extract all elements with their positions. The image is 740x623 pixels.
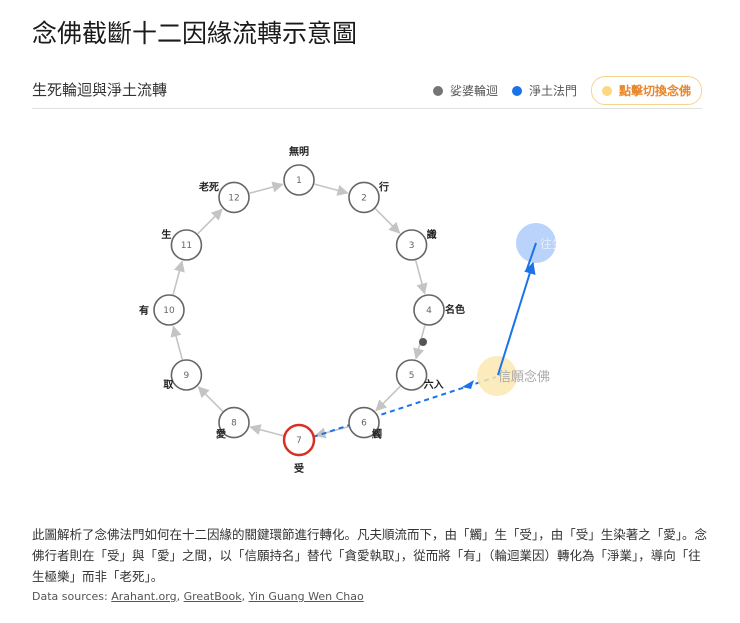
node-label: 行: [378, 180, 389, 193]
node-number: 5: [409, 371, 415, 381]
node-label: 取: [163, 379, 174, 391]
node-number: 1: [296, 176, 302, 186]
nianfo-label: 信願念佛: [498, 369, 550, 385]
divider: [32, 108, 702, 109]
node-label: 無明: [289, 145, 309, 158]
node-label: 受: [294, 462, 304, 475]
node-label: 有: [139, 304, 149, 317]
node-number: 8: [231, 419, 237, 429]
node-number: 6: [361, 419, 367, 429]
source-link-greatbook[interactable]: GreatBook: [183, 590, 242, 603]
legend-item-pureland: 淨土法門: [511, 82, 577, 99]
chart-subtitle: 生死輪迴與淨土流轉: [32, 81, 168, 99]
description: 此圖解析了念佛法門如何在十二因緣的關鍵環節進行轉化。凡夫順流而下，由「觸」生「受…: [32, 527, 708, 584]
flow-particle: [419, 338, 427, 346]
node-number: 4: [426, 306, 432, 316]
rebirth-label: 往生: [540, 236, 564, 251]
node-label: 生: [161, 228, 171, 241]
node-label: 觸: [372, 428, 382, 441]
rebirth-arrow: [497, 261, 536, 376]
cycle-arrow: [170, 325, 184, 360]
data-sources: Data sources: Arahant.org, GreatBook, Yi…: [32, 590, 364, 603]
node-label: 老死: [198, 180, 219, 193]
legend-dot-blue-icon: [511, 85, 522, 96]
sources-prefix: Data sources:: [32, 590, 112, 603]
nianfo-node[interactable]: [477, 356, 517, 396]
toggle-dot-icon: [601, 85, 612, 96]
source-link-yinguang[interactable]: Yin Guang Wen Chao: [248, 590, 364, 603]
cycle-arrow: [197, 386, 224, 412]
legend: 娑婆輪迴 淨土法門 點擊切換念佛: [432, 76, 702, 105]
node-label: 愛: [216, 428, 226, 441]
rebirth-arrow-tail: [525, 242, 537, 273]
legend-label: 淨土法門: [528, 84, 577, 98]
link-node-2[interactable]: [348, 181, 380, 214]
link-node-4[interactable]: [413, 294, 445, 326]
cycle-arrow: [172, 260, 185, 295]
link-node-9[interactable]: [170, 359, 203, 391]
legend-label: 娑婆輪迴: [449, 84, 498, 98]
link-node-12[interactable]: [218, 181, 250, 214]
node-label: 六入: [424, 378, 444, 391]
link-node-3[interactable]: [395, 229, 428, 261]
dashed-arrowhead-icon: [462, 380, 474, 389]
node-number: 2: [361, 193, 367, 203]
cycle-arrow: [414, 260, 428, 295]
link-node-8[interactable]: [218, 406, 250, 439]
page-title: 念佛截斷十二因緣流轉示意圖: [32, 19, 358, 48]
link-node-11[interactable]: [170, 229, 203, 261]
legend-item-samsara: 娑婆輪迴: [432, 82, 498, 99]
toggle-label: 點擊切換念佛: [618, 84, 691, 98]
link-node-6[interactable]: [348, 406, 380, 439]
toggle-nianfo-button[interactable]: 點擊切換念佛: [590, 76, 702, 105]
link-node-7[interactable]: [282, 423, 316, 457]
link-node-1[interactable]: [283, 164, 315, 196]
link-node-5[interactable]: [395, 359, 428, 391]
node-number: 10: [163, 306, 175, 316]
cycle-arrow: [375, 385, 401, 412]
node-label: 名色: [445, 303, 465, 316]
source-link-arahant[interactable]: Arahant.org: [111, 590, 177, 603]
node-label: 識: [427, 228, 437, 241]
cycle-arrow: [374, 208, 401, 234]
node-number: 3: [409, 241, 415, 251]
cycle-arrow: [249, 424, 284, 437]
legend-dot-gray-icon: [432, 85, 443, 96]
node-number: 12: [228, 193, 239, 203]
node-number: 9: [184, 371, 190, 381]
cycle-arrow: [249, 181, 284, 195]
cycle-arrow: [314, 183, 349, 196]
link-node-10[interactable]: [153, 294, 185, 326]
node-number: 11: [181, 241, 192, 251]
node-number: 7: [296, 436, 302, 446]
cycle-arrow: [197, 208, 223, 235]
